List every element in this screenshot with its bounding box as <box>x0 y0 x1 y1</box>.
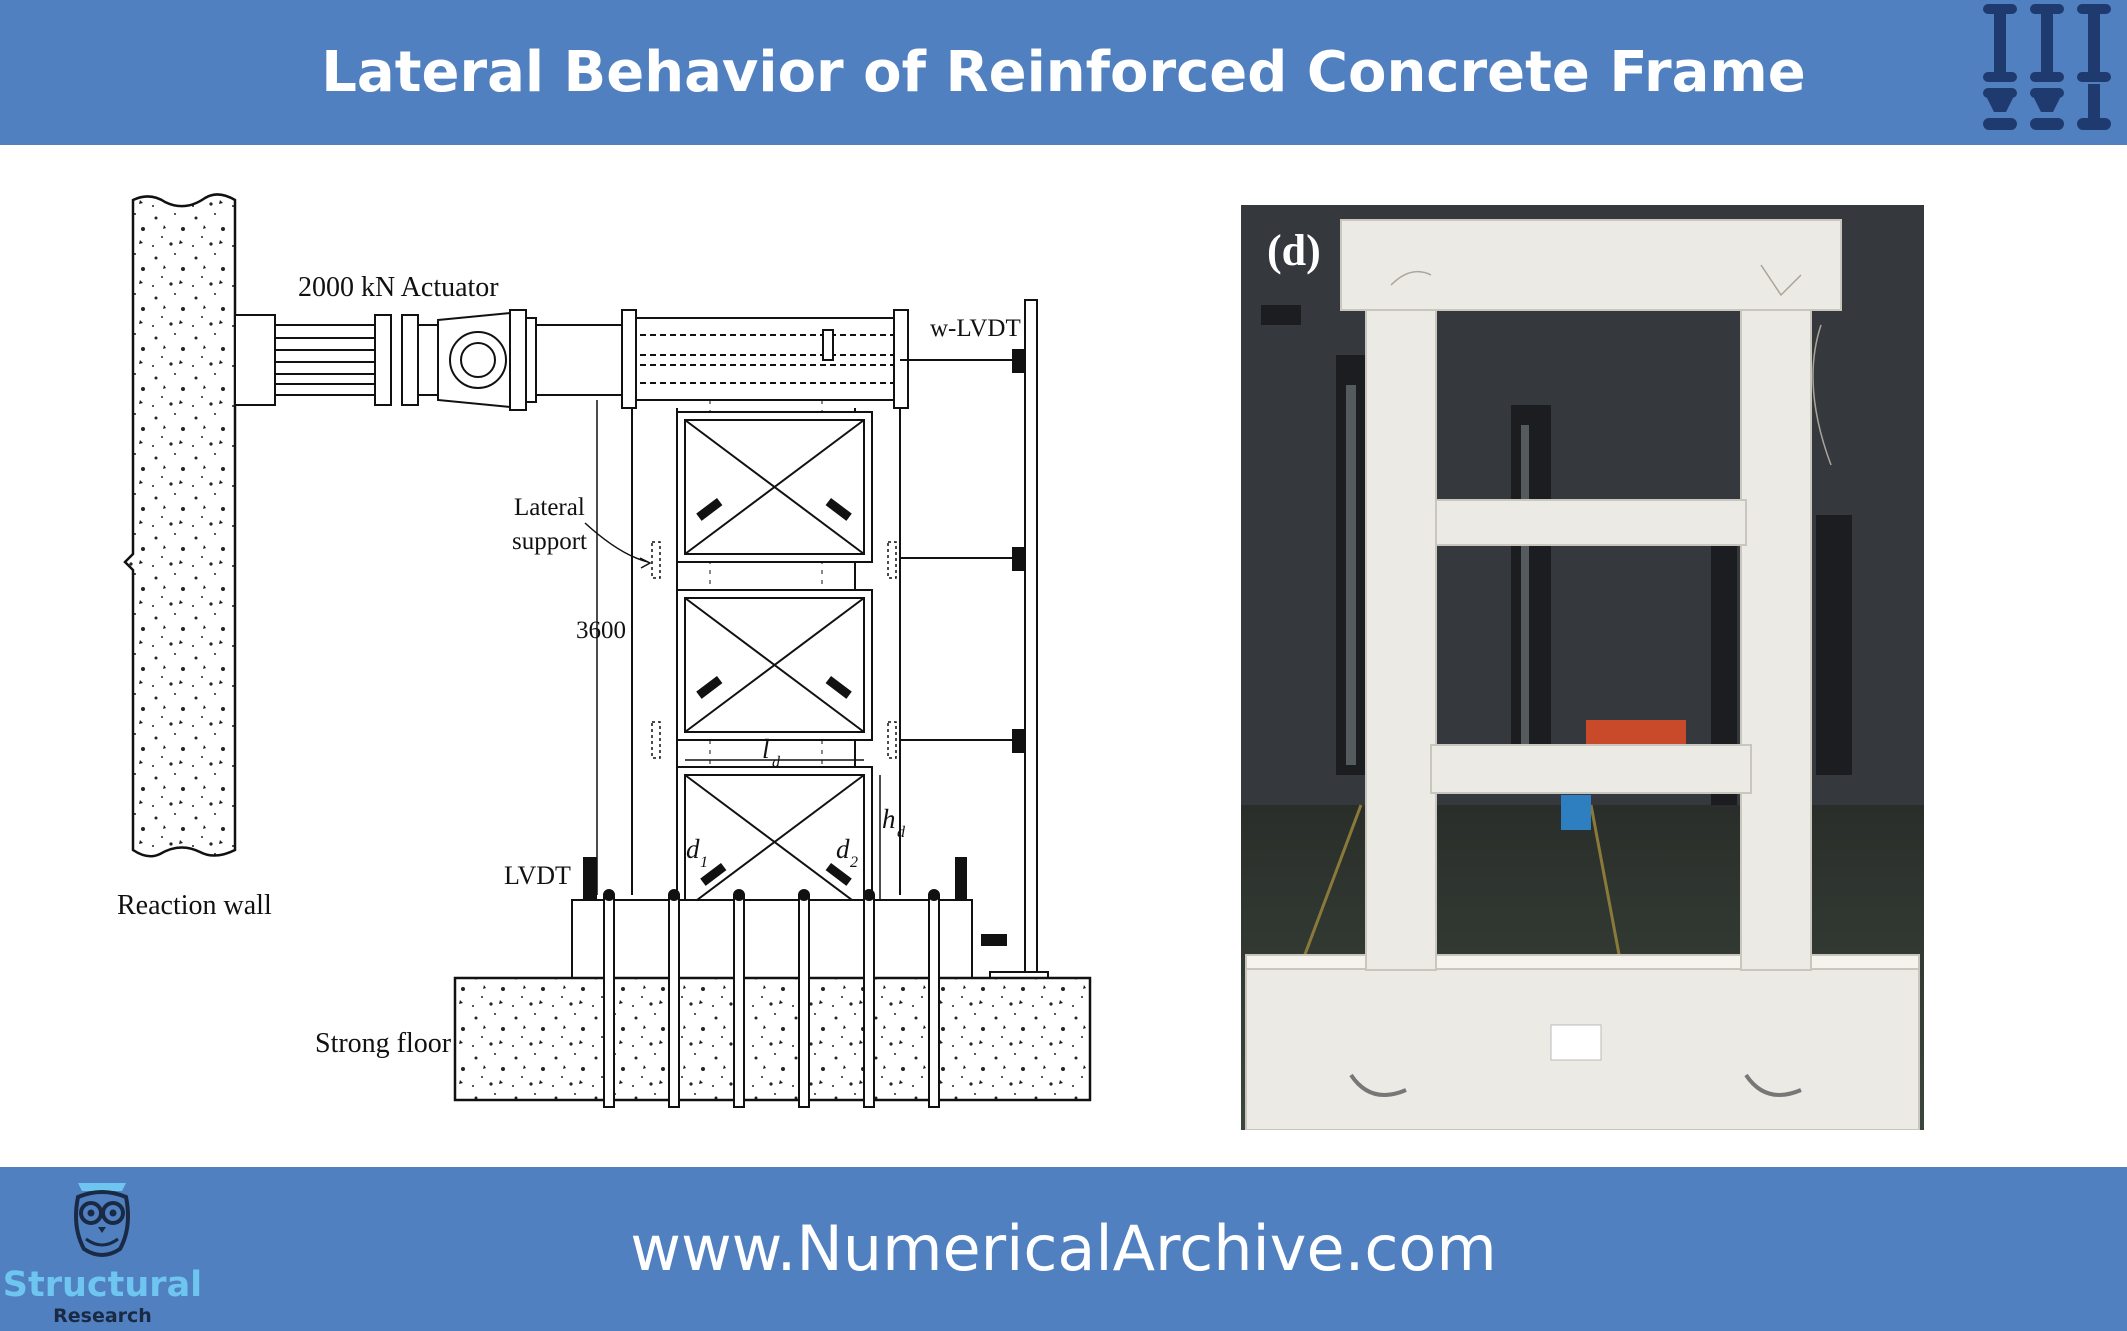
reaction-wall-label: Reaction wall <box>117 890 272 921</box>
lvdt-label: LVDT <box>504 861 571 890</box>
strong-floor-label: Strong floor <box>315 1028 452 1059</box>
lateral-label-line2: support <box>512 528 587 555</box>
concrete-frame <box>1245 219 1920 1130</box>
reaction-wall <box>123 193 237 858</box>
brand-subtitle: Research <box>53 1305 152 1327</box>
header-banner: Lateral Behavior of Reinforced Concrete … <box>0 0 2127 145</box>
brand-logo: Structural Research <box>0 1177 205 1327</box>
height-label: 3600 <box>576 617 626 644</box>
footer-banner: www.NumericalArchive.com Structural Rese… <box>0 1167 2127 1331</box>
d1-label: d <box>686 834 700 864</box>
website-url[interactable]: www.NumericalArchive.com <box>630 1212 1497 1285</box>
owl-icon <box>74 1183 130 1257</box>
top-beam <box>621 309 909 409</box>
lateral-supports <box>651 541 897 759</box>
diagonal-gauges <box>696 497 852 886</box>
lateral-label-line1: Lateral <box>514 494 585 521</box>
foundation-beam <box>571 857 973 981</box>
infill-panels <box>676 411 873 918</box>
photo-panel-label: (d) <box>1267 226 1321 275</box>
strong-floor <box>453 976 1092 1102</box>
column-logo-icon <box>1983 4 2111 130</box>
page-title: Lateral Behavior of Reinforced Concrete … <box>321 40 1806 105</box>
anchor-rods <box>603 889 940 1108</box>
d1-subscript: 1 <box>700 854 708 871</box>
specimen-photo: (d) <box>1241 205 1924 1130</box>
hd-label: h <box>882 804 896 834</box>
actuator-label: 2000 kN Actuator <box>298 272 499 303</box>
d2-subscript: 2 <box>850 854 858 871</box>
wlvdt-label: w-LVDT <box>930 315 1021 342</box>
hd-subscript: d <box>897 824 906 841</box>
ld-subscript: d <box>772 754 781 771</box>
actuator <box>234 309 630 411</box>
arrow-icon <box>639 557 652 569</box>
lateral-support-leader <box>584 522 649 563</box>
ld-label: l <box>762 734 770 764</box>
lvdt-stand <box>900 299 1049 981</box>
d2-label: d <box>836 834 850 864</box>
test-setup-diagram: 2000 kN Actuator w-LVDT Lateral support … <box>117 193 1092 1108</box>
brand-name: Structural <box>2 1265 203 1305</box>
lifting-hooks <box>1349 1073 1802 1097</box>
